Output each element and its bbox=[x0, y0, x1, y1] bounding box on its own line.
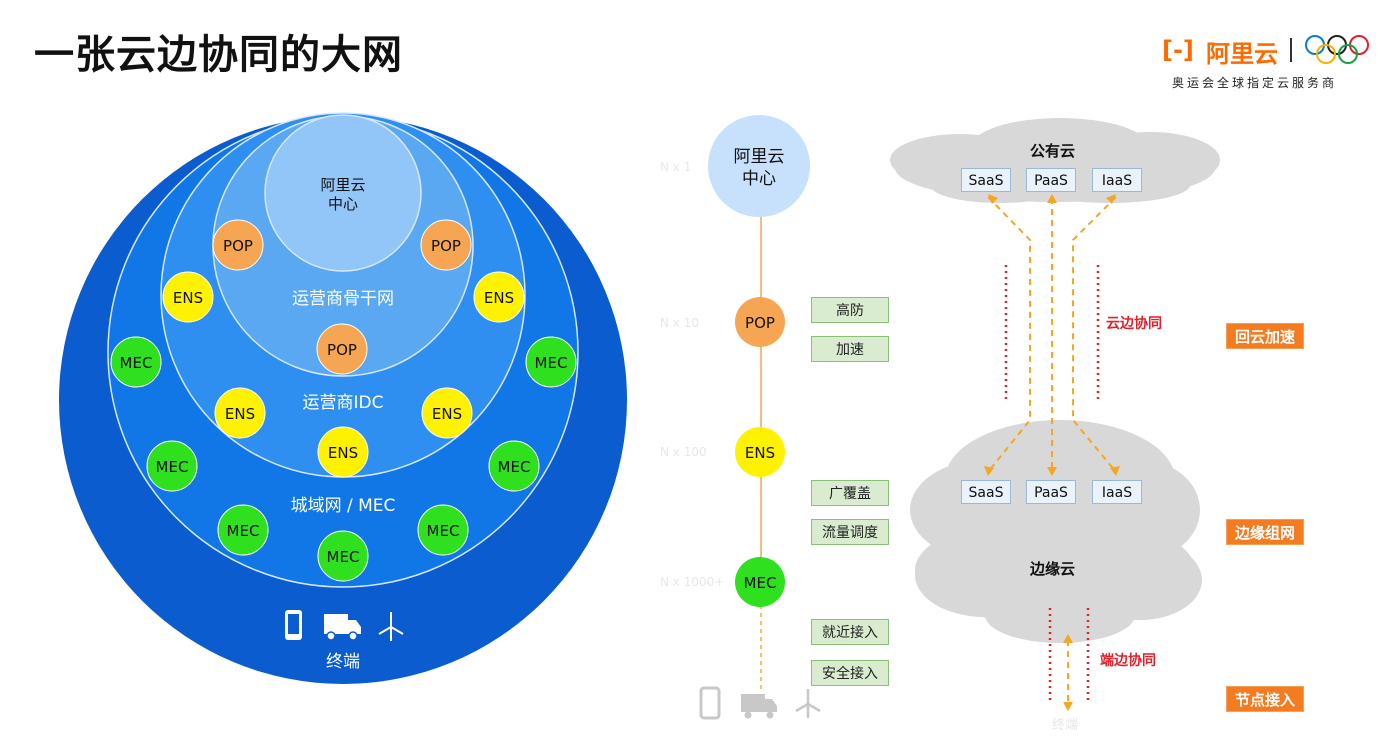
wind-turbine-icon bbox=[378, 612, 404, 641]
mec-node: MEC bbox=[110, 336, 162, 388]
chain-phone-icon bbox=[699, 686, 721, 720]
olympic-rings-icon bbox=[1305, 35, 1369, 64]
svg-text:阿里云: 阿里云 bbox=[734, 147, 785, 167]
edge-paas-box: PaaS bbox=[1026, 480, 1076, 504]
ens-node: ENS bbox=[214, 387, 266, 439]
chain-ens-node: ENS bbox=[735, 427, 785, 477]
chain-center-node: 阿里云 中心 bbox=[708, 115, 810, 217]
center-label-line1: 阿里云 bbox=[320, 176, 365, 194]
edge-cloud-shape bbox=[910, 420, 1202, 643]
svg-text:POP: POP bbox=[223, 237, 253, 255]
brand-name: 阿里云 bbox=[1206, 40, 1278, 68]
mec-node: MEC bbox=[317, 530, 369, 582]
ens-node: ENS bbox=[317, 426, 369, 478]
ghost-terminal-label: 终端 bbox=[1052, 718, 1079, 733]
mec-node: MEC bbox=[217, 504, 269, 556]
ghost-scale-label: N x 10 bbox=[660, 316, 699, 330]
side-edge-networking: 边缘组网 bbox=[1226, 519, 1304, 545]
aliyun-center-circle bbox=[264, 114, 422, 272]
svg-text:MEC: MEC bbox=[744, 574, 777, 592]
brand-logo: [-] 阿里云 奥运会全球指定云服务商 bbox=[1162, 34, 1372, 94]
mec-node: MEC bbox=[525, 336, 577, 388]
brand-divider bbox=[1290, 38, 1292, 62]
page-title: 一张云边协同的大网 bbox=[34, 32, 403, 78]
svg-text:MEC: MEC bbox=[227, 522, 260, 540]
tag-wide-coverage: 广覆盖 bbox=[811, 480, 889, 506]
ens-node: ENS bbox=[421, 387, 473, 439]
chain-wind-turbine-icon bbox=[795, 689, 821, 718]
phone-icon bbox=[285, 610, 302, 640]
public-paas-box: PaaS bbox=[1026, 168, 1076, 192]
pop-node: POP bbox=[212, 219, 264, 271]
cloud-edge-collab-label: 云边协同 bbox=[1106, 316, 1162, 332]
tag-acceleration: 加速 bbox=[811, 336, 889, 362]
cloud-edge-red-dotted-lines bbox=[1004, 265, 1100, 700]
truck-icon bbox=[324, 614, 361, 641]
pop-node: POP bbox=[316, 323, 368, 375]
svg-text:ENS: ENS bbox=[173, 289, 203, 307]
svg-text:中心: 中心 bbox=[742, 169, 776, 189]
chain-mec-node: MEC bbox=[735, 557, 785, 607]
terminal-label: 终端 bbox=[326, 652, 360, 672]
tag-nearby-access: 就近接入 bbox=[811, 619, 889, 645]
chain-pop-node: POP bbox=[735, 297, 785, 347]
public-iaas-box: IaaS bbox=[1092, 168, 1142, 192]
svg-text:MEC: MEC bbox=[327, 548, 360, 566]
edge-saas-box: SaaS bbox=[961, 480, 1011, 504]
svg-text:POP: POP bbox=[745, 314, 775, 332]
svg-text:MEC: MEC bbox=[498, 458, 531, 476]
ghost-scale-label: N x 100 bbox=[660, 445, 707, 459]
tag-traffic-scheduling: 流量调度 bbox=[811, 519, 889, 545]
tag-anti-ddos: 高防 bbox=[811, 297, 889, 323]
svg-text:ENS: ENS bbox=[745, 444, 775, 462]
svg-text:POP: POP bbox=[327, 341, 357, 359]
side-back-to-cloud-acceleration: 回云加速 bbox=[1226, 323, 1304, 349]
svg-text:POP: POP bbox=[431, 237, 461, 255]
side-node-access: 节点接入 bbox=[1226, 686, 1304, 712]
svg-text:ENS: ENS bbox=[225, 405, 255, 423]
mec-node: MEC bbox=[417, 504, 469, 556]
svg-text:MEC: MEC bbox=[120, 354, 153, 372]
tag-secure-access: 安全接入 bbox=[811, 660, 889, 686]
svg-text:ENS: ENS bbox=[328, 444, 358, 462]
device-edge-collab-label: 端边协同 bbox=[1100, 653, 1156, 669]
pop-node: POP bbox=[420, 219, 472, 271]
public-saas-box: SaaS bbox=[961, 168, 1011, 192]
ens-node: ENS bbox=[473, 271, 525, 323]
svg-text:MEC: MEC bbox=[156, 458, 189, 476]
metro-label: 城域网 / MEC bbox=[291, 496, 396, 516]
svg-text:ENS: ENS bbox=[484, 289, 514, 307]
mec-node: MEC bbox=[488, 440, 540, 492]
svg-text:MEC: MEC bbox=[535, 354, 568, 372]
idc-label: 运营商IDC bbox=[303, 393, 384, 413]
mec-node: MEC bbox=[146, 440, 198, 492]
edge-iaas-box: IaaS bbox=[1092, 480, 1142, 504]
brand-subtitle: 奥运会全球指定云服务商 bbox=[1172, 76, 1338, 90]
ghost-scale-label: N x 1000+ bbox=[660, 575, 725, 589]
backbone-label: 运营商骨干网 bbox=[292, 289, 394, 309]
cloud-edge-arrows bbox=[987, 196, 1117, 473]
device-edge-arrow bbox=[1063, 634, 1073, 711]
public-cloud-label: 公有云 bbox=[1030, 142, 1076, 160]
svg-text:MEC: MEC bbox=[427, 522, 460, 540]
chain-truck-icon bbox=[741, 694, 777, 719]
arrowheads bbox=[984, 194, 1120, 476]
alibaba-cloud-logo-icon: [-] bbox=[1162, 36, 1194, 64]
ghost-scale-label: N x 1 bbox=[660, 160, 692, 174]
edge-cloud-label: 边缘云 bbox=[1030, 560, 1076, 578]
svg-text:ENS: ENS bbox=[432, 405, 462, 423]
center-label-line2: 中心 bbox=[328, 195, 358, 213]
ens-node: ENS bbox=[162, 271, 214, 323]
